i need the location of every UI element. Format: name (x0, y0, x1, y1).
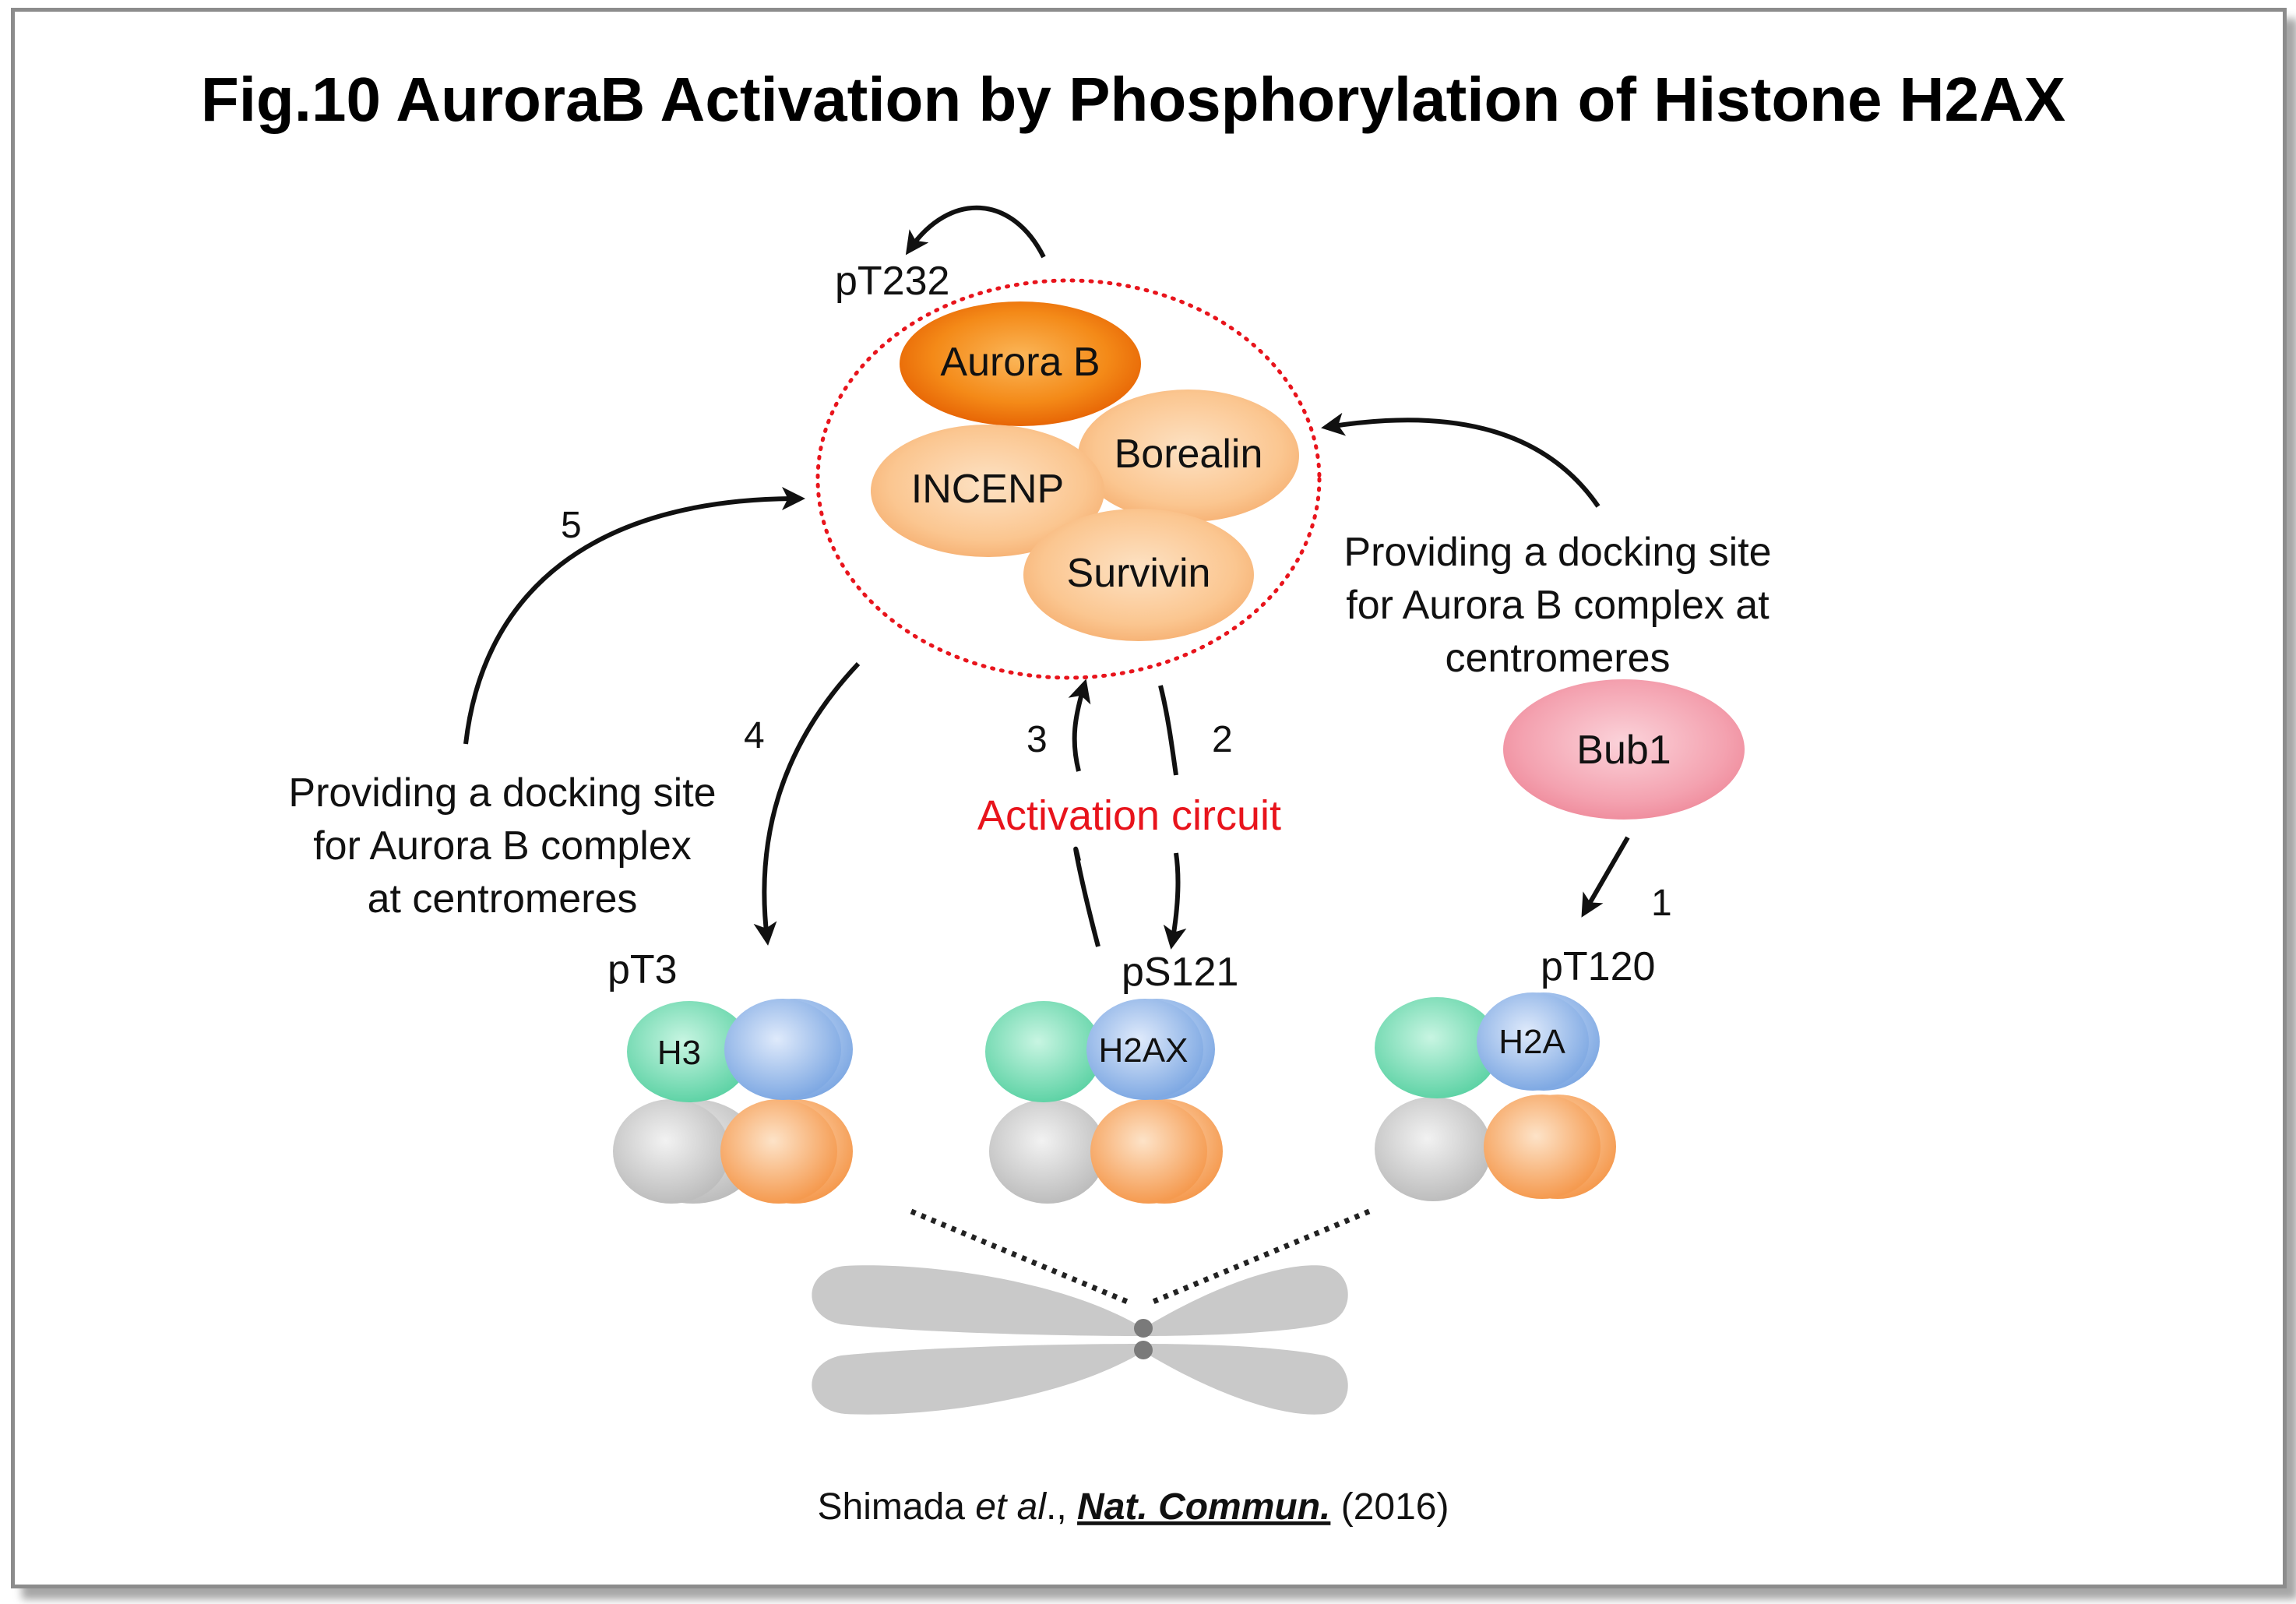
bub1-docking-arrow (1321, 412, 1601, 508)
step1-arrow (1581, 836, 1630, 918)
step4-arrow (753, 661, 861, 946)
left-note-line1: Providing a docking site (288, 770, 716, 816)
left-note-line3: at centromeres (368, 876, 638, 922)
step3-number: 3 (1027, 719, 1048, 760)
citation-separator: ., (1046, 1486, 1077, 1528)
pt120-label: pT120 (1541, 944, 1655, 989)
centromere-guide-right (1150, 1208, 1371, 1306)
aurora-b-label: Aurora B (940, 340, 1100, 385)
survivin-subunit (1023, 509, 1254, 641)
bub1-label: Bub1 (1576, 728, 1671, 773)
chromosome (812, 1265, 1348, 1415)
aurora-b-subunit (900, 301, 1141, 426)
nucleosome-h2ax (985, 999, 1223, 1204)
right-note-line2: for Aurora B complex at (1346, 583, 1770, 628)
nucleosome-h3 (613, 999, 853, 1204)
step2-number: 2 (1212, 719, 1233, 760)
step3-arrow (1068, 679, 1091, 772)
citation-year: (2016) (1330, 1486, 1449, 1528)
bub1-kinase (1503, 679, 1745, 820)
survivin-label: Survivin (1067, 551, 1211, 596)
right-note-line3: centromeres (1446, 636, 1671, 681)
pt232-label: pT232 (835, 259, 949, 304)
nucleosome-h2a (1375, 992, 1616, 1201)
citation-authors: Shimada (818, 1486, 976, 1528)
citation-etal: et al (975, 1486, 1047, 1528)
centromere-dot-lower (1134, 1341, 1153, 1359)
incenp-subunit (871, 425, 1104, 557)
ps121-label: pS121 (1122, 950, 1238, 995)
step2-arrow-upper (1158, 685, 1178, 776)
step5-number: 5 (561, 505, 582, 546)
h3-label: H3 (657, 1034, 701, 1072)
autophosphorylation-arrow (905, 205, 1046, 259)
h2ax-label: H2AX (1099, 1031, 1188, 1070)
step3-arrow-lower (1073, 847, 1100, 947)
centromere-guide-left (910, 1208, 1131, 1306)
citation: Shimada et al., Nat. Commun. (2016) (818, 1486, 1449, 1528)
step2-arrow (1163, 852, 1187, 950)
figure-title: Fig.10 AuroraB Activation by Phosphoryla… (201, 65, 2065, 134)
right-note-line1: Providing a docking site (1343, 530, 1771, 575)
step1-number: 1 (1651, 883, 1672, 924)
step4-number: 4 (744, 715, 765, 756)
cpc-boundary (815, 278, 1322, 680)
pt3-label: pT3 (607, 947, 678, 992)
h2a-label: H2A (1498, 1023, 1565, 1061)
activation-circuit-label: Activation circuit (977, 792, 1281, 839)
citation-journal-link[interactable]: Nat. Commun. (1077, 1486, 1330, 1528)
step5-arrow (463, 487, 805, 745)
borealin-subunit (1078, 390, 1299, 522)
incenp-label: INCENP (911, 467, 1064, 512)
borealin-label: Borealin (1115, 432, 1263, 477)
left-note-line2: for Aurora B complex (313, 823, 692, 869)
centromere-dot-upper (1134, 1319, 1153, 1338)
